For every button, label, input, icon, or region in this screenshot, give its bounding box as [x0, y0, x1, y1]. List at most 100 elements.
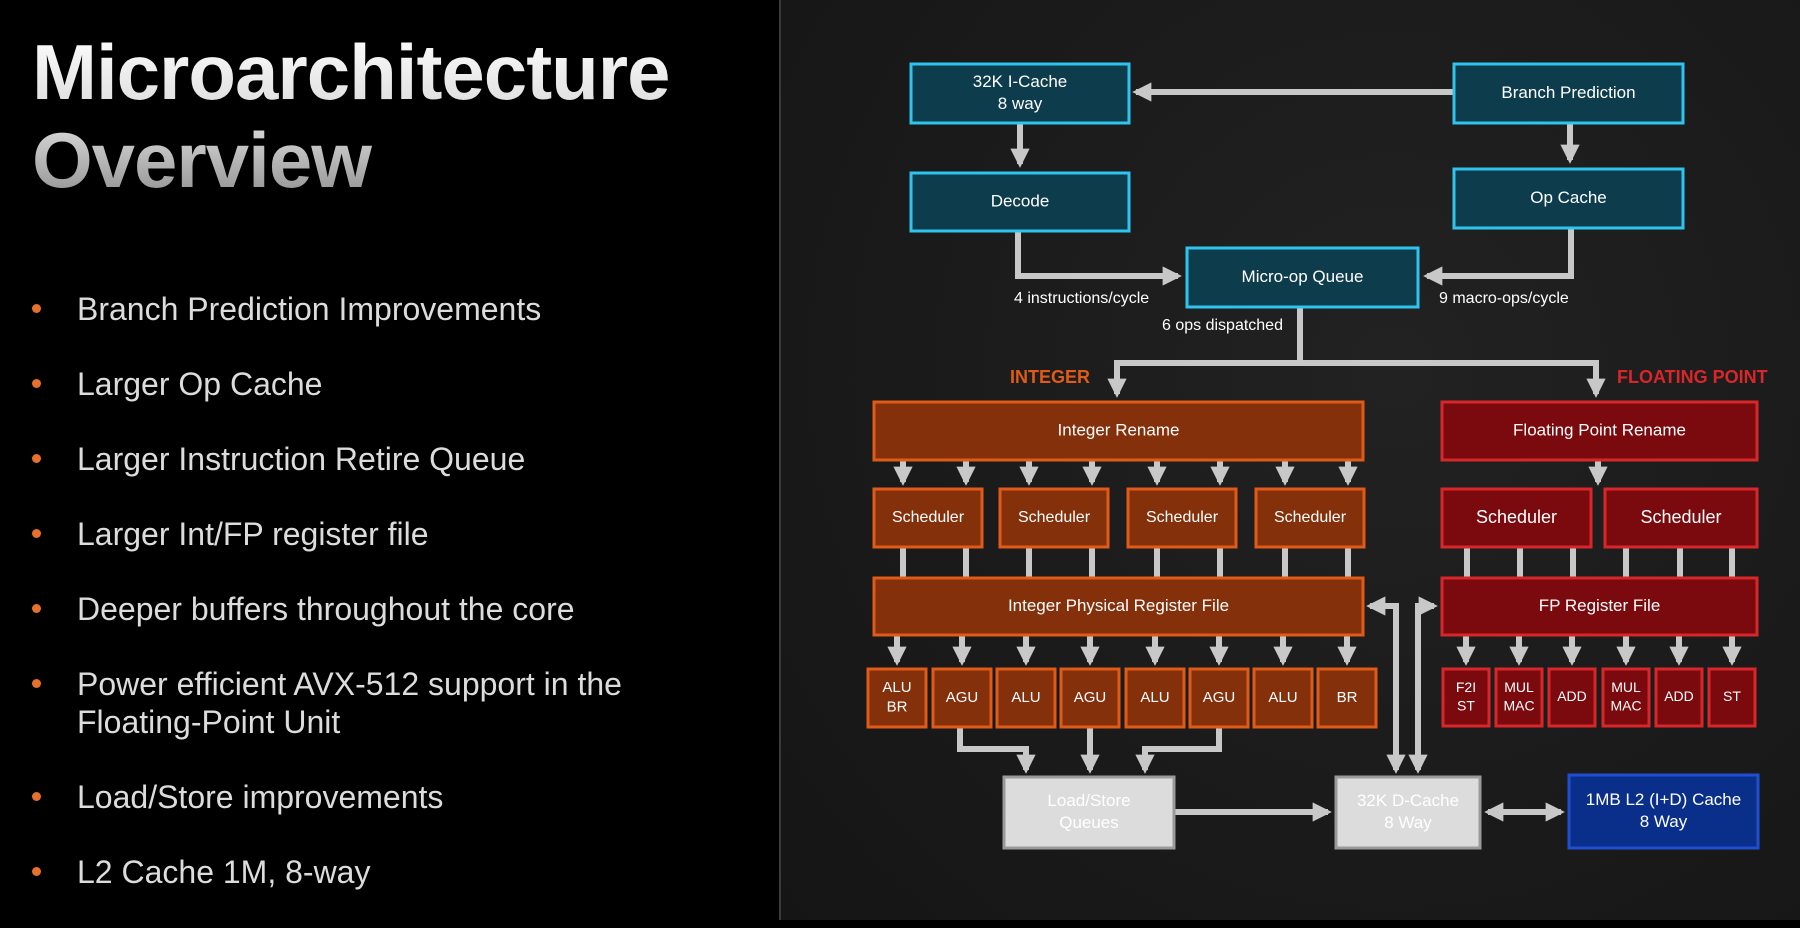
fp-unit-1-label: F2I — [1456, 679, 1476, 695]
bullet-item: L2 Cache 1M, 8-way — [0, 853, 697, 891]
branch-prediction-block-label: Branch Prediction — [1501, 83, 1635, 102]
fp-register-file-block: FP Register File — [1440, 576, 1759, 637]
fp-register-file-block-rect — [1440, 576, 1759, 637]
integer-scheduler-1-label: Scheduler — [892, 509, 965, 526]
fp-unit-1-label: ST — [1457, 697, 1475, 713]
integer-unit-5: ALU — [1124, 667, 1186, 729]
fp-scheduler-1: Scheduler — [1440, 487, 1593, 549]
integer-scheduler-2-label: Scheduler — [1018, 509, 1091, 526]
connector-layer — [887, 82, 1742, 822]
fp-unit-6-rect — [1707, 667, 1757, 728]
integer-unit-5-rect — [1124, 667, 1186, 729]
bullet-text: Larger Int/FP register file — [77, 516, 429, 552]
integer-rename-block-rect — [872, 400, 1365, 462]
micro-op-queue-block-rect — [1185, 246, 1420, 309]
fp-scheduler-1-rect — [1440, 487, 1593, 549]
dcache-block-label: 32K D-Cache — [1357, 791, 1459, 810]
bullet-dot-icon — [32, 454, 41, 463]
decode-block-label: Decode — [991, 191, 1050, 210]
integer-unit-8-label: BR — [1337, 689, 1358, 706]
integer-unit-3: ALU — [995, 667, 1057, 729]
integer-unit-4: AGU — [1059, 667, 1121, 729]
arrow-dispatch-fp — [1300, 360, 1606, 398]
fp-register-file-block-label: FP Register File — [1539, 596, 1661, 615]
bullet-item: Load/Store improvements — [0, 778, 697, 816]
integer-scheduler-3: Scheduler — [1126, 487, 1238, 549]
op-cache-block: Op Cache — [1452, 167, 1685, 230]
load-store-queues-block-rect — [1002, 775, 1176, 850]
integer-scheduler-4: Scheduler — [1254, 487, 1366, 549]
bullet-text: Power efficient AVX-512 support in the F… — [77, 666, 622, 740]
icache-block-rect — [909, 62, 1131, 125]
integer-unit-6-label: AGU — [1203, 689, 1236, 706]
integer-scheduler-3-label: Scheduler — [1146, 509, 1219, 526]
integer-scheduler-4-rect — [1254, 487, 1366, 549]
integer-unit-4-rect — [1059, 667, 1121, 729]
bullet-text: Deeper buffers throughout the core — [77, 591, 575, 627]
integer-prf-block: Integer Physical Register File — [872, 576, 1365, 637]
integer-scheduler-4-label: Scheduler — [1274, 509, 1347, 526]
l2-cache-block-label: 1MB L2 (I+D) Cache — [1586, 790, 1741, 809]
fp-unit-1-rect — [1441, 667, 1491, 728]
fp-unit-2-label: MUL — [1504, 679, 1534, 695]
load-store-queues-block-label: Queues — [1059, 813, 1119, 832]
integer-unit-8: BR — [1316, 667, 1378, 729]
bullet-dot-icon — [32, 304, 41, 313]
integer-prf-block-label: Integer Physical Register File — [1008, 596, 1229, 615]
load-store-queues-block-label: Load/Store — [1047, 791, 1130, 810]
arrow-dispatch-int — [1107, 360, 1300, 398]
bullet-dot-icon — [32, 604, 41, 613]
arrow-agu3-to-lsq — [1135, 727, 1222, 774]
dcache-block: 32K D-Cache 8 Way — [1334, 775, 1482, 850]
fp-unit-3-rect — [1547, 667, 1597, 728]
l2-cache-block-label: 8 Way — [1640, 812, 1688, 831]
decode-rate-label: 4 instructions/cycle — [1014, 290, 1149, 307]
integer-scheduler-2-rect — [998, 487, 1110, 549]
op-cache-block-label: Op Cache — [1530, 188, 1607, 207]
fp-unit-6: ST — [1707, 667, 1757, 728]
branch-prediction-block-rect — [1452, 62, 1685, 125]
integer-scheduler-3-rect — [1126, 487, 1238, 549]
integer-unit-7-rect — [1252, 667, 1314, 729]
integer-unit-2-rect — [931, 667, 993, 729]
bullet-dot-icon — [32, 679, 41, 688]
bullet-item: Larger Int/FP register file — [0, 515, 697, 553]
fp-unit-5-label: ADD — [1664, 688, 1694, 704]
feature-list: Branch Prediction Improvements Larger Op… — [0, 290, 697, 928]
arrow-opcache-to-queue — [1423, 228, 1574, 286]
fp-unit-4-label: MAC — [1610, 697, 1641, 713]
integer-rename-block-label: Integer Rename — [1058, 420, 1180, 439]
bullet-text: Branch Prediction Improvements — [77, 291, 542, 327]
dcache-block-label: 8 Way — [1384, 813, 1432, 832]
integer-unit-8-rect — [1316, 667, 1378, 729]
arrow-decode-to-queue — [1015, 231, 1182, 286]
fp-unit-3: ADD — [1547, 667, 1597, 728]
bullet-dot-icon — [32, 792, 41, 801]
fp-scheduler-1-label: Scheduler — [1476, 507, 1557, 527]
bullet-item: Deeper buffers throughout the core — [0, 590, 697, 628]
integer-scheduler-2: Scheduler — [998, 487, 1110, 549]
bullet-dot-icon — [32, 867, 41, 876]
annotation-layer: 4 instructions/cycle 9 macro-ops/cycle 6… — [1010, 290, 1768, 387]
left-panel: Microarchitecture Overview Branch Predic… — [0, 0, 779, 920]
fp-unit-1: F2I ST — [1441, 667, 1491, 728]
panel-divider — [779, 0, 781, 920]
fp-unit-3-label: ADD — [1557, 688, 1587, 704]
decode-block-rect — [909, 171, 1131, 233]
integer-unit-2: AGU — [931, 667, 993, 729]
integer-unit-2-label: AGU — [946, 689, 979, 706]
integer-section-label: INTEGER — [1010, 367, 1090, 387]
bullet-item: Larger Op Cache — [0, 365, 697, 403]
dispatch-label: 6 ops dispatched — [1162, 317, 1283, 334]
fp-scheduler-2-label: Scheduler — [1640, 507, 1721, 527]
arrow-agu1-to-lsq — [957, 727, 1036, 774]
fp-section-label: FLOATING POINT — [1617, 367, 1768, 387]
integer-unit-3-label: ALU — [1011, 689, 1040, 706]
bullet-dot-icon — [32, 379, 41, 388]
integer-rename-block: Integer Rename — [872, 400, 1365, 462]
fp-unit-5: ADD — [1654, 667, 1704, 728]
